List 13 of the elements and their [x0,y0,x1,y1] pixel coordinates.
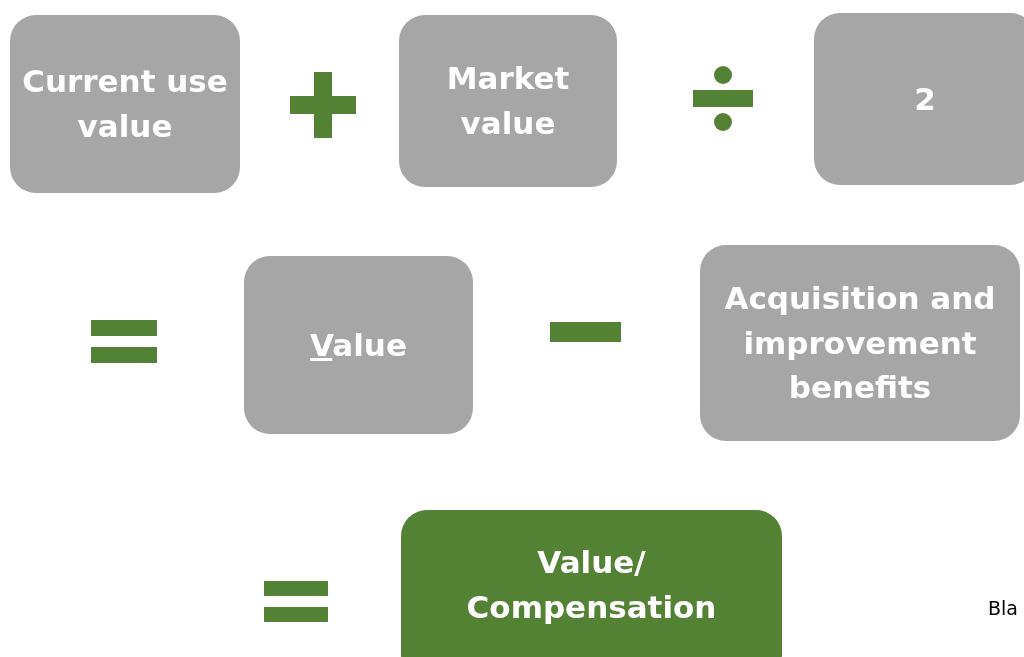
term-box [399,15,617,187]
term-box [700,245,1020,441]
term-text: 2 [914,79,936,119]
term-text: Current use value [21,62,229,146]
term-text: Market value [445,59,571,143]
term-box [244,256,473,434]
note-text: Bla [988,597,1018,619]
term-text: Value [310,325,407,365]
term-text: Value/ Compensation [465,543,718,627]
term-text: Acquisition and improvement benefits [723,278,997,408]
term-box [10,15,240,193]
term-box [814,13,1024,185]
result-box [401,510,782,657]
